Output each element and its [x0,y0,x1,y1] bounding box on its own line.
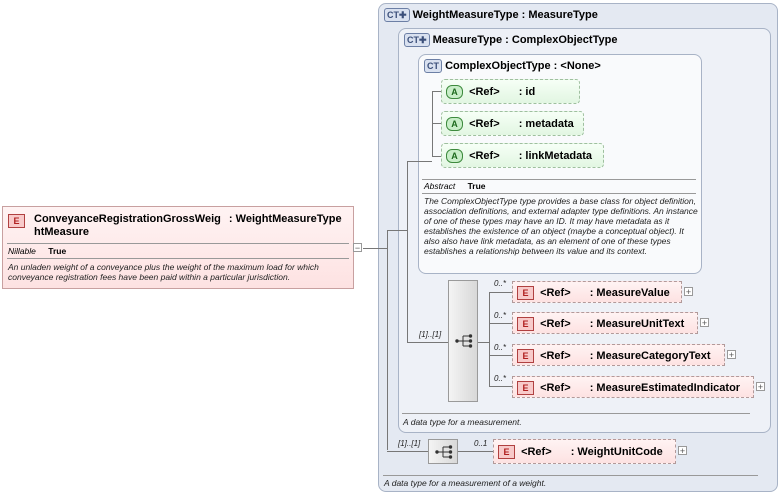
element-ref: <Ref> [540,349,571,362]
attribute-name: : metadata [518,117,574,130]
root-connector [387,230,388,450]
child-occurrence: 0..* [494,311,507,320]
weightmeasuretype-doc: A data type for a measurement of a weigh… [384,478,547,488]
plus-icon[interactable]: + [684,287,693,297]
element-icon: E [517,317,534,331]
root-element-doc: An unladen weight of a conveyance plus t… [8,262,319,282]
abstract-property: Abstract True [424,181,486,191]
element-icon: E [517,381,534,395]
complexobjecttype-divider [422,179,696,180]
weightmeasuretype-divider [383,475,758,476]
sequence-connector [478,342,489,343]
element-name: : MeasureValue [589,286,670,299]
root-element-divider [7,258,349,259]
root-element-type: : WeightMeasureType [228,213,342,225]
attribute-ref: <Ref> [469,149,500,162]
nillable-property: Nillable True [8,246,66,256]
plus-icon[interactable]: + [678,446,687,456]
nillable-value: True [48,246,67,256]
element-name: : WeightUnitCode [570,445,663,458]
root-element-name: ConveyanceRegistrationGrossWeig : Weight… [34,213,342,238]
attribute-connector [432,123,441,124]
attribute-connector [432,156,441,157]
abstract-key: Abstract [424,181,456,191]
child-connector [489,355,512,356]
root-element-divider [7,243,349,244]
attribute-connector [432,91,441,92]
sequence-occurrence: [1]..[1] [398,439,421,448]
element-ref: <Ref> [540,317,571,330]
attribute-icon: A [446,85,463,99]
nillable-key: Nillable [8,246,36,256]
sequence-icon [435,445,453,459]
minus-icon[interactable]: − [353,243,362,253]
child-occurrence: 0..* [494,343,507,352]
plus-icon[interactable]: + [727,350,736,360]
attribute-linkmetadata[interactable]: A <Ref> : linkMetadata [441,143,604,168]
measuretype-title: MeasureType [432,34,503,46]
child-connector [489,323,512,324]
attr-group-connector [407,161,432,162]
attribute-name: : linkMetadata [518,149,593,162]
element-measurecategorytext[interactable]: E <Ref> : MeasureCategoryText [512,344,725,366]
child-occurrence: 0..* [494,279,507,288]
weightmeasuretype-header: CT✚ WeightMeasureType : MeasureType [384,8,598,22]
element-measureestimatedindicator[interactable]: E <Ref> : MeasureEstimatedIndicator [512,376,754,398]
element-icon: E [8,214,25,228]
plus-icon[interactable]: + [756,382,765,392]
measuretype-doc: A data type for a measurement. [403,417,522,427]
child-connector [489,292,512,293]
child-connector [458,451,493,452]
element-name: : MeasureEstimatedIndicator [589,381,741,394]
attribute-id[interactable]: A <Ref> : id [441,79,580,104]
weightmeasuretype-title: WeightMeasureType [412,9,519,21]
element-measureunittext[interactable]: E <Ref> : MeasureUnitText [512,312,698,334]
element-icon: E [517,286,534,300]
attribute-icon: A [446,149,463,163]
attribute-metadata[interactable]: A <Ref> : metadata [441,111,584,136]
measure-sequence[interactable] [448,280,478,402]
child-occurrence: 0..* [494,374,507,383]
sequence-icon [455,334,473,348]
element-icon: E [517,349,534,363]
element-icon: E [498,445,515,459]
sequence-connector [407,342,448,343]
sequence-occurrence: [1]..[1] [419,330,442,339]
element-name: : MeasureUnitText [589,317,685,330]
complexobjecttype-divider [422,193,696,194]
complexobjecttype-title: ComplexObjectType [445,60,551,72]
complex-type-icon: CT✚ [384,8,410,22]
root-element[interactable]: E ConveyanceRegistrationGrossWeig : Weig… [2,206,354,289]
complex-type-icon: CT [424,59,442,73]
root-connector [387,230,407,231]
attribute-icon: A [446,117,463,131]
child-occurrence: 0..1 [474,439,488,448]
element-ref: <Ref> [540,286,571,299]
element-ref: <Ref> [521,445,552,458]
abstract-value: True [467,181,486,191]
weightmeasuretype-base: : MeasureType [521,9,598,21]
element-weightunitcode[interactable]: E <Ref> : WeightUnitCode [493,439,676,464]
complexobjecttype-doc: The ComplexObjectType type provides a ba… [424,196,698,256]
weight-sequence[interactable] [428,439,458,464]
attribute-ref: <Ref> [469,117,500,130]
complexobjecttype-base: : <None> [553,60,601,72]
attribute-name: : id [518,85,536,98]
sequence-connector [489,292,490,386]
attribute-ref: <Ref> [469,85,500,98]
plus-icon[interactable]: + [700,318,709,328]
element-ref: <Ref> [540,381,571,394]
element-name: : MeasureCategoryText [589,349,711,362]
measuretype-divider [402,413,750,414]
root-connector [407,161,408,342]
element-measurevalue[interactable]: E <Ref> : MeasureValue [512,281,682,303]
measuretype-header: CT✚ MeasureType : ComplexObjectType [404,33,617,47]
complexobjecttype-header: CT ComplexObjectType : <None> [424,59,601,73]
child-connector [489,386,512,387]
sequence-connector [387,451,428,452]
measuretype-base: : ComplexObjectType [505,34,618,46]
complex-type-icon: CT✚ [404,33,430,47]
root-connector [363,248,387,249]
